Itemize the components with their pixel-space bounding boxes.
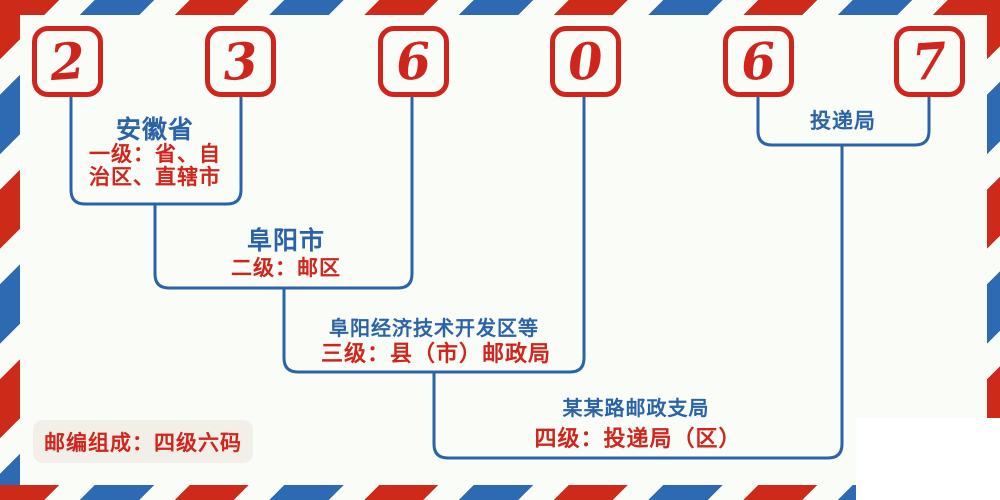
delivery-office-label: 投递局 xyxy=(810,110,876,133)
airmail-border-left xyxy=(0,0,20,500)
digit-6: 7 xyxy=(910,30,949,92)
airmail-border-right xyxy=(987,0,1000,420)
bracket-delivery-office xyxy=(756,97,931,147)
level1-description-line1: 一级：省、自 xyxy=(89,143,221,166)
level2-region-name: 阜阳市 xyxy=(246,227,325,255)
digit-2: 3 xyxy=(221,30,260,92)
level2-description: 二级：邮区 xyxy=(231,257,341,280)
level1-description: 一级：省、自 治区、直辖市 xyxy=(45,143,265,189)
digit-4: 0 xyxy=(566,30,605,92)
digit-1: 2 xyxy=(48,30,87,92)
digit-box-5: 6 xyxy=(723,26,794,97)
level4-region-name: 某某路邮政支局 xyxy=(562,398,710,420)
digit-box-3: 6 xyxy=(378,26,449,97)
level3-description: 三级：县（市）邮政局 xyxy=(320,341,551,366)
bottom-right-white-corner xyxy=(856,418,1000,500)
digit-box-4: 0 xyxy=(550,26,621,97)
bracket-level4 xyxy=(432,145,844,460)
airmail-border-top xyxy=(0,0,1000,15)
level4-description: 四级：投递局（区） xyxy=(534,426,742,451)
level1-description-line2: 治区、直辖市 xyxy=(89,166,221,189)
digit-box-2: 3 xyxy=(205,26,276,97)
postal-code-composition-text: 邮编组成：四级六码 xyxy=(44,431,242,455)
digit-5: 6 xyxy=(739,30,778,92)
digit-box-1: 2 xyxy=(32,26,103,97)
airmail-border-bottom xyxy=(0,485,856,500)
digit-box-6: 7 xyxy=(894,26,965,97)
level3-region-name: 阜阳经济技术开发区等 xyxy=(329,318,539,340)
postal-code-composition-badge: 邮编组成：四级六码 xyxy=(33,420,253,463)
digit-3: 6 xyxy=(394,30,433,92)
level1-region-name: 安徽省 xyxy=(115,116,194,144)
